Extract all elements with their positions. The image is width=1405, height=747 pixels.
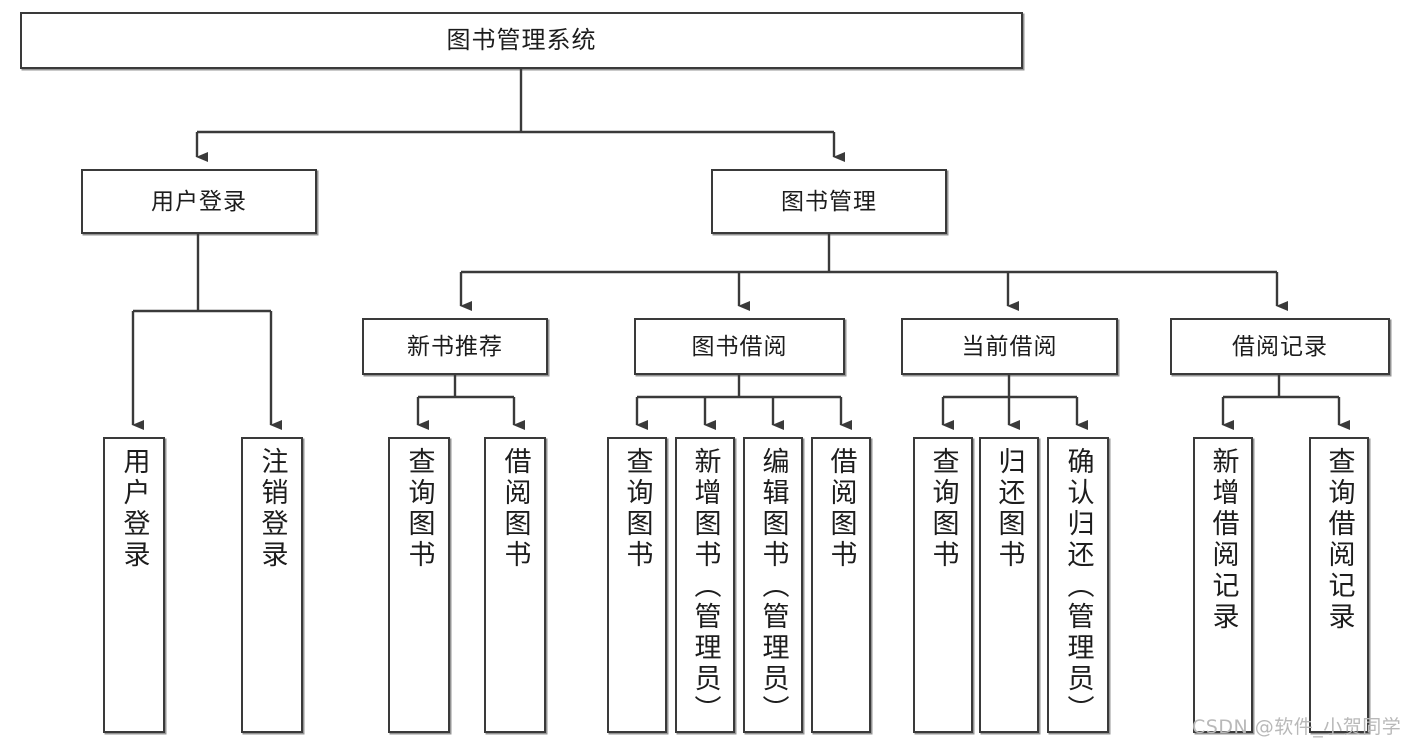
node-label: 新增借阅记录 xyxy=(1208,447,1239,633)
leaf-query-borrow-record[interactable]: 查询借阅记录 xyxy=(1309,437,1369,733)
node-label: 查询图书 xyxy=(404,447,435,571)
leaf-new-book-query-book[interactable]: 查询图书 xyxy=(388,437,450,733)
leaf-add-borrow-record[interactable]: 新增借阅记录 xyxy=(1193,437,1253,733)
leaf-edit-book-admin[interactable]: 编辑图书（管理员） xyxy=(743,437,803,733)
node-label: 查询图书 xyxy=(928,447,959,571)
leaf-borrow-query-book[interactable]: 查询图书 xyxy=(607,437,667,733)
node-label: 查询图书 xyxy=(622,447,653,571)
node-root-library-management-system[interactable]: 图书管理系统 xyxy=(20,12,1023,69)
node-label: 当前借阅 xyxy=(961,333,1058,360)
node-label: 图书管理 xyxy=(781,188,877,215)
node-new-book-recommendation[interactable]: 新书推荐 xyxy=(362,318,548,375)
leaf-current-query-book[interactable]: 查询图书 xyxy=(913,437,973,733)
leaf-user-login[interactable]: 用户登录 xyxy=(103,437,165,733)
node-book-borrowing[interactable]: 图书借阅 xyxy=(634,318,845,375)
node-label: 新增图书（管理员） xyxy=(690,447,721,726)
node-label: 借阅记录 xyxy=(1232,333,1328,360)
watermark: CSDN @软件_小贺同学 xyxy=(1192,716,1402,738)
leaf-logout[interactable]: 注销登录 xyxy=(241,437,303,733)
node-user-login[interactable]: 用户登录 xyxy=(81,169,317,234)
leaf-new-book-borrow-book[interactable]: 借阅图书 xyxy=(484,437,546,733)
node-borrow-records[interactable]: 借阅记录 xyxy=(1170,318,1390,375)
leaf-return-book[interactable]: 归还图书 xyxy=(979,437,1039,733)
node-book-management[interactable]: 图书管理 xyxy=(711,169,947,234)
node-label: 确认归还（管理员） xyxy=(1063,447,1094,726)
node-label: 用户登录 xyxy=(119,447,150,571)
node-label: 图书管理系统 xyxy=(446,26,597,54)
node-label: 新书推荐 xyxy=(407,333,503,360)
node-label: 图书借阅 xyxy=(691,333,788,360)
node-label: 借阅图书 xyxy=(500,447,531,571)
node-current-borrowing[interactable]: 当前借阅 xyxy=(901,318,1118,375)
node-label: 注销登录 xyxy=(257,447,288,571)
node-label: 借阅图书 xyxy=(826,447,857,571)
leaf-borrow-book[interactable]: 借阅图书 xyxy=(811,437,871,733)
node-label: 用户登录 xyxy=(151,188,247,215)
node-label: 查询借阅记录 xyxy=(1324,447,1355,633)
node-label: 归还图书 xyxy=(994,447,1025,571)
leaf-add-book-admin[interactable]: 新增图书（管理员） xyxy=(675,437,735,733)
leaf-confirm-return-admin[interactable]: 确认归还（管理员） xyxy=(1047,437,1109,733)
node-label: 编辑图书（管理员） xyxy=(758,447,789,726)
